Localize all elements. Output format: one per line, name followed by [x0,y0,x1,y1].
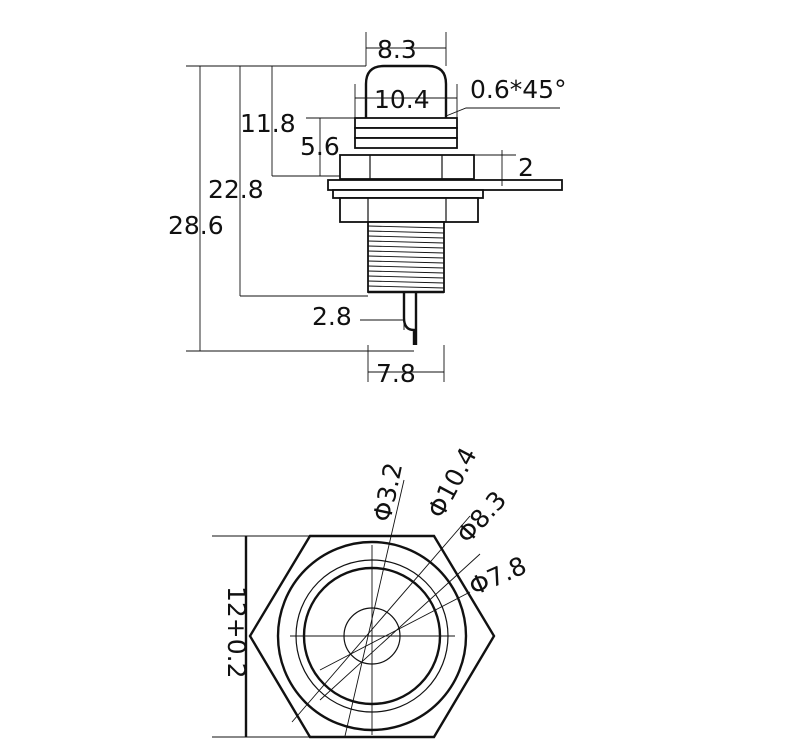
leader-line [445,107,560,117]
thread-line [367,245,445,249]
label-cap-width: 10.4 [374,85,430,114]
thread-line [367,265,445,269]
label-height-cap: 11.8 [240,109,296,138]
thread-line [367,285,445,289]
label-d-hole: Φ3.2 [368,460,409,524]
thread-line [367,270,445,274]
leader-d-hole [344,479,405,737]
label-height-mid: 22.8 [208,175,264,204]
thread-line [367,240,445,244]
leader-d-inner [319,591,471,671]
label-base-width: 7.8 [376,359,416,388]
thread-line [367,250,445,254]
thread-line [367,225,445,229]
label-panel-thickness: 2 [518,153,534,182]
washer [332,189,484,199]
leader-d-mid [319,553,481,701]
leader-d-outer [291,515,471,723]
lower-nut [339,197,479,223]
label-hex-across: 12+0.2 [222,586,251,679]
thread-line [367,260,445,264]
thread-line [367,280,445,284]
thread-line [367,255,445,259]
label-height-collar: 5.6 [300,132,340,161]
cap-ring-1 [354,117,458,129]
upper-nut [339,154,475,180]
label-pin-width: 2.8 [312,302,352,331]
cap-ring-2 [354,127,458,139]
thread-line [367,275,445,279]
side-view: 8.3 10.4 0.6*45° 11.8 5.6 2 22.8 28.6 2.… [168,32,567,388]
label-overall-height: 28.6 [168,211,224,240]
hex-nut-outline [248,534,496,739]
terminal-pin [402,292,418,345]
button-cap [364,64,448,118]
label-chamfer: 0.6*45° [470,75,567,104]
cap-ring-3 [354,137,458,149]
top-view: Φ3.2 Φ10.4 Φ8.3 Φ7.8 12+0.2 [212,443,531,739]
thread-line [367,230,445,234]
label-top-width: 8.3 [377,35,417,64]
thread-line [367,235,445,239]
threads [367,225,445,289]
